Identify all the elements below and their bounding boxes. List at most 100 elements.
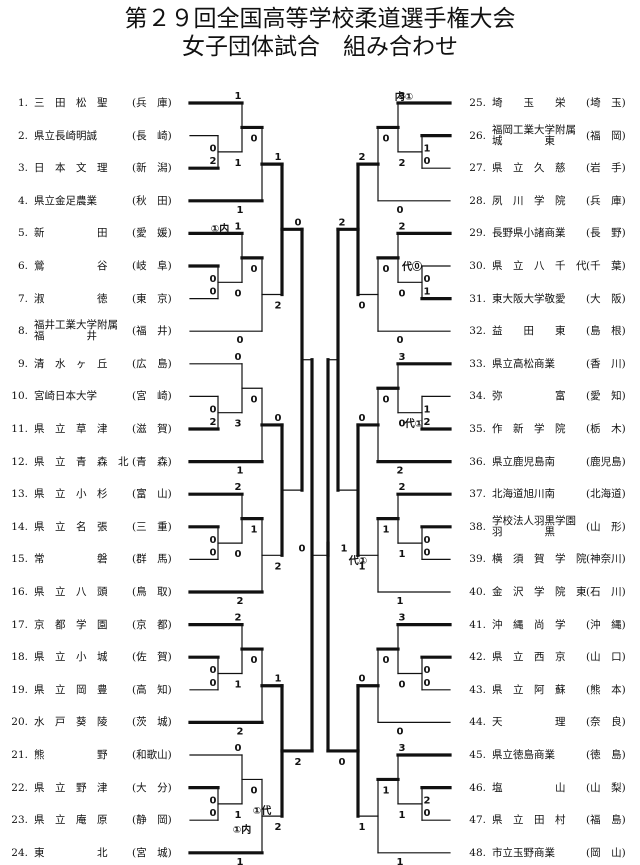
match-score: 2 bbox=[237, 596, 244, 607]
team-row: 18.県 立 小 城(佐 賀) bbox=[4, 651, 184, 663]
team-name: 県 立 西 京 bbox=[492, 651, 566, 664]
match-score: 0 bbox=[295, 217, 302, 228]
team-number: 23. bbox=[11, 814, 28, 827]
team-prefecture: (山 梨) bbox=[586, 781, 626, 794]
team-name: 福井工業大学附属福 井 bbox=[34, 320, 118, 342]
team-row: 27.県 立 久 慈(岩 手) bbox=[462, 162, 636, 174]
team-row: 5.新 田(愛 媛) bbox=[4, 227, 184, 239]
team-row: 15.常 磐(群 馬) bbox=[4, 553, 184, 565]
match-score: 0 bbox=[424, 665, 431, 676]
match-score: 0 bbox=[210, 678, 217, 689]
team-prefecture: (愛 知) bbox=[586, 390, 626, 403]
match-score: 1 bbox=[359, 561, 366, 572]
team-name: 天 理 bbox=[492, 716, 566, 729]
team-row: 35.作 新 学 院(栃 木) bbox=[462, 423, 636, 435]
team-name: 県立徳島商業 bbox=[492, 749, 555, 761]
team-number: 10. bbox=[11, 390, 28, 403]
team-prefecture: (大 阪) bbox=[586, 292, 626, 305]
match-score: 0 bbox=[424, 535, 431, 546]
team-number: 12. bbox=[11, 455, 28, 468]
match-score: 0 bbox=[424, 156, 431, 167]
team-row: 32.益 田 東(島 根) bbox=[462, 325, 636, 337]
team-number: 8. bbox=[17, 325, 28, 338]
team-row: 3.日 本 文 理(新 潟) bbox=[4, 162, 184, 174]
team-row: 4.県立金足農業(秋 田) bbox=[4, 195, 184, 207]
team-prefecture: (長 崎) bbox=[132, 129, 172, 142]
team-name: 横 須 賀 学 院 bbox=[492, 553, 587, 566]
team-row: 10.宮崎日本大学(宮 崎) bbox=[4, 390, 184, 402]
team-name: 熊 野 bbox=[34, 749, 108, 761]
match-score: 0 bbox=[251, 394, 258, 405]
team-prefecture: (栃 木) bbox=[586, 423, 626, 435]
team-prefecture: (神奈川) bbox=[586, 553, 626, 566]
team-prefecture: (埼 玉) bbox=[586, 97, 626, 109]
match-score: 2 bbox=[275, 822, 282, 833]
team-name: 常 磐 bbox=[34, 553, 108, 566]
match-score: 0 bbox=[399, 419, 406, 430]
team-name: 福岡工業大学附属城 東 bbox=[492, 124, 576, 147]
match-score: 0 bbox=[383, 655, 390, 666]
team-name: 塩 山 bbox=[492, 781, 566, 794]
team-name: 北海道旭川南 bbox=[492, 488, 555, 501]
match-score: 1 bbox=[424, 404, 431, 415]
team-prefecture: (香 川) bbox=[586, 357, 626, 370]
team-number: 34. bbox=[469, 390, 486, 403]
match-score: 3 bbox=[235, 419, 242, 430]
team-row: 30. 県 立 八 千 代(千 葉) bbox=[462, 260, 636, 272]
match-score: 2 bbox=[295, 757, 302, 768]
team-number: 38. bbox=[469, 520, 486, 533]
team-number: 39. bbox=[469, 553, 486, 566]
team-row: 36.県立鹿児島南(鹿児島) bbox=[462, 456, 636, 468]
team-prefecture: (山 形) bbox=[586, 520, 626, 533]
team-number: 29. bbox=[469, 227, 486, 240]
match-score: 0 bbox=[235, 288, 242, 299]
team-number: 2. bbox=[17, 129, 28, 142]
team-number: 15. bbox=[11, 553, 28, 566]
team-prefecture: (新 潟) bbox=[132, 162, 172, 175]
team-name: 東 北 bbox=[34, 846, 108, 859]
team-number: 28. bbox=[469, 194, 486, 207]
match-score: 0 bbox=[210, 404, 217, 415]
match-score: 0 bbox=[399, 288, 406, 299]
final-score-right: 1 bbox=[341, 543, 348, 554]
team-prefecture: (兵 庫) bbox=[586, 194, 626, 207]
match-score: 0 bbox=[359, 674, 366, 685]
team-row: 2.県立長崎明誠(長 崎) bbox=[4, 130, 184, 142]
match-score: 3 bbox=[399, 613, 406, 624]
match-score: 1 bbox=[235, 810, 242, 821]
team-row: 48.市立玉野商業(岡 山) bbox=[462, 847, 636, 859]
match-score: 1 bbox=[397, 857, 404, 865]
team-prefecture: (京 都) bbox=[132, 618, 172, 631]
team-prefecture: (滋 賀) bbox=[132, 423, 172, 435]
team-row: 41.沖 縄 尚 学(沖 縄) bbox=[462, 619, 636, 631]
team-name: 日 本 文 理 bbox=[34, 162, 108, 175]
team-name: 県 立 八 千 代 bbox=[492, 260, 587, 272]
team-name: 埼 玉 栄 bbox=[492, 97, 566, 109]
team-number: 19. bbox=[11, 683, 28, 696]
team-number: 26. bbox=[469, 129, 486, 142]
team-prefecture: (熊 本) bbox=[586, 683, 626, 696]
team-name: 益 田 東 bbox=[492, 325, 566, 338]
match-score: 0 bbox=[210, 274, 217, 285]
match-score: 0 bbox=[235, 549, 242, 560]
team-row: 8.福井工業大学附属福 井(福 井) bbox=[4, 320, 184, 342]
match-score: 0 bbox=[383, 394, 390, 405]
team-row: 17.京 都 学 園(京 都) bbox=[4, 619, 184, 631]
match-score: 0 bbox=[210, 535, 217, 546]
team-row: 19.県 立 岡 豊(高 知) bbox=[4, 684, 184, 696]
team-number: 30. bbox=[469, 260, 486, 272]
team-row: 23.県 立 庵 原(静 岡) bbox=[4, 814, 184, 826]
match-score: 0 bbox=[235, 352, 242, 363]
team-row: 9.清 水 ヶ 丘(広 島) bbox=[4, 358, 184, 370]
team-number: 6. bbox=[17, 260, 28, 272]
match-score: 0 bbox=[235, 743, 242, 754]
team-row: 29.長野県小諸商業(長 野) bbox=[462, 227, 636, 239]
team-name: 京 都 学 園 bbox=[34, 618, 108, 631]
match-score: 1 bbox=[275, 152, 282, 163]
team-prefecture: (島 根) bbox=[586, 325, 626, 338]
team-prefecture: (千 葉) bbox=[586, 260, 626, 272]
team-number: 24. bbox=[11, 846, 28, 859]
match-score: 2 bbox=[399, 482, 406, 493]
match-score: 2 bbox=[210, 417, 217, 428]
team-prefecture: (石 川) bbox=[586, 586, 626, 598]
